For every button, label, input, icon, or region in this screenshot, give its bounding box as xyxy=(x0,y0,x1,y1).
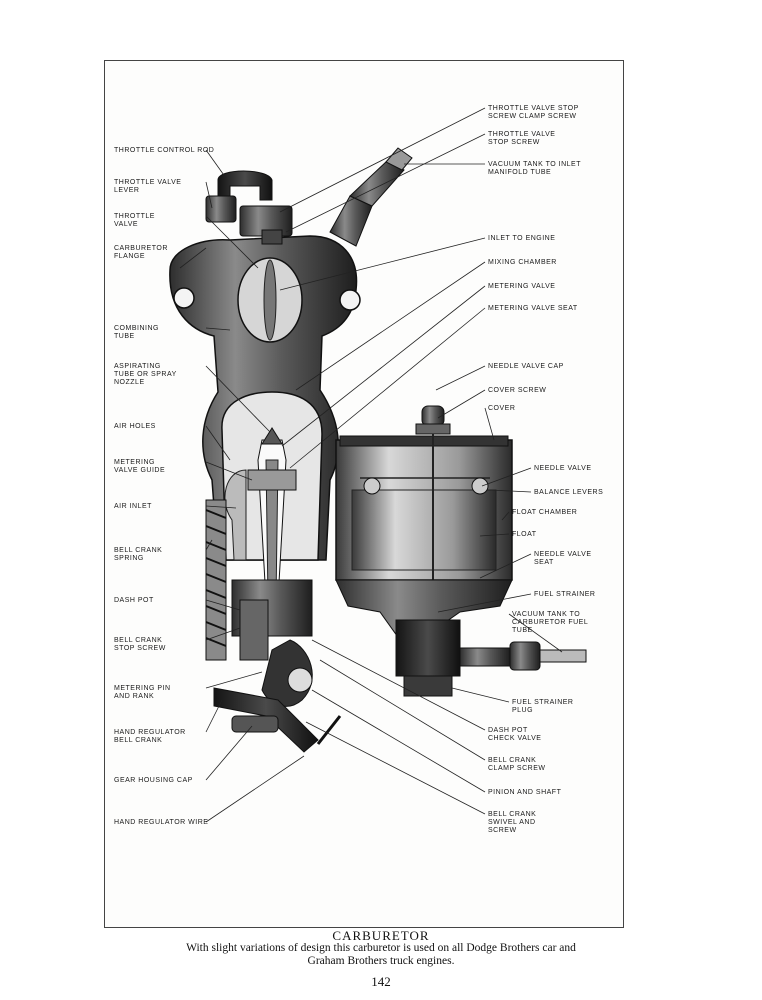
right-label-10: NEEDLE VALVE xyxy=(534,465,592,472)
right-leader-16 xyxy=(508,613,563,653)
right-leader-17 xyxy=(451,687,510,703)
right-leader-12 xyxy=(501,511,510,521)
right-label-4: MIXING CHAMBER xyxy=(488,259,557,266)
right-leader-6 xyxy=(289,307,486,469)
left-leader-13 xyxy=(205,699,223,733)
bell-crank-assembly xyxy=(205,499,342,753)
right-leader-14 xyxy=(479,553,532,579)
left-leader-6 xyxy=(205,425,231,461)
right-leader-1 xyxy=(285,133,486,233)
left-leader-5 xyxy=(205,365,271,433)
right-leader-11 xyxy=(489,489,532,493)
right-leader-3 xyxy=(279,237,486,291)
carburetor-body xyxy=(169,235,361,601)
left-leader-11 xyxy=(205,627,241,641)
right-label-20: PINION AND SHAFT xyxy=(488,789,562,796)
left-leader-3 xyxy=(179,247,207,269)
caption-text: With slight variations of design this ca… xyxy=(0,942,762,968)
right-leader-13 xyxy=(479,533,510,537)
left-leader-7 xyxy=(205,461,253,481)
left-leader-10 xyxy=(205,599,241,611)
left-leader-8 xyxy=(205,505,237,509)
left-label-15: HAND REGULATOR WIRE xyxy=(114,819,208,826)
right-label-7: NEEDLE VALVE CAP xyxy=(488,363,564,370)
left-leader-2 xyxy=(205,215,259,269)
right-leader-8 xyxy=(437,389,486,419)
left-label-10: DASH POT xyxy=(114,597,154,604)
right-leader-5 xyxy=(281,285,486,447)
right-label-15: FUEL STRAINER xyxy=(534,591,595,598)
left-label-6: AIR HOLES xyxy=(114,423,156,430)
right-leader-15 xyxy=(437,593,532,613)
left-label-8: AIR INLET xyxy=(114,503,152,510)
right-leader-0 xyxy=(279,107,486,213)
left-label-0: THROTTLE CONTROL ROD xyxy=(114,147,214,154)
right-label-11: BALANCE LEVERS xyxy=(534,489,603,496)
left-leader-9 xyxy=(205,539,213,551)
caption-line-2: Graham Brothers truck engines. xyxy=(307,955,455,967)
right-leader-4 xyxy=(295,261,486,391)
vacuum-tank-inlet-fitting xyxy=(329,147,413,247)
page-number: 142 xyxy=(371,974,391,989)
left-leader-1 xyxy=(205,181,213,209)
right-label-6: METERING VALVE SEAT xyxy=(488,305,578,312)
right-label-13: FLOAT xyxy=(512,531,537,538)
right-label-3: INLET TO ENGINE xyxy=(488,235,555,242)
throttle-lever xyxy=(205,170,293,245)
float-chamber xyxy=(335,405,587,697)
left-label-14: GEAR HOUSING CAP xyxy=(114,777,193,784)
left-leader-15 xyxy=(205,755,305,823)
caption-line-1: With slight variations of design this ca… xyxy=(186,942,576,954)
right-label-12: FLOAT CHAMBER xyxy=(512,509,577,516)
left-leader-0 xyxy=(205,149,227,179)
right-leader-10 xyxy=(481,467,532,487)
right-leader-7 xyxy=(435,365,486,391)
right-label-9: COVER xyxy=(488,405,515,412)
left-leader-4 xyxy=(205,327,231,331)
right-label-8: COVER SCREW xyxy=(488,387,546,394)
right-leader-21 xyxy=(305,721,486,815)
right-leader-9 xyxy=(484,407,495,441)
right-label-5: METERING VALVE xyxy=(488,283,555,290)
right-leader-18 xyxy=(311,639,486,731)
right-leader-19 xyxy=(319,659,486,761)
left-leader-12 xyxy=(205,671,263,689)
right-leader-20 xyxy=(311,689,486,793)
left-leader-14 xyxy=(205,725,253,781)
caption-title: CARBURETOR xyxy=(332,928,430,943)
